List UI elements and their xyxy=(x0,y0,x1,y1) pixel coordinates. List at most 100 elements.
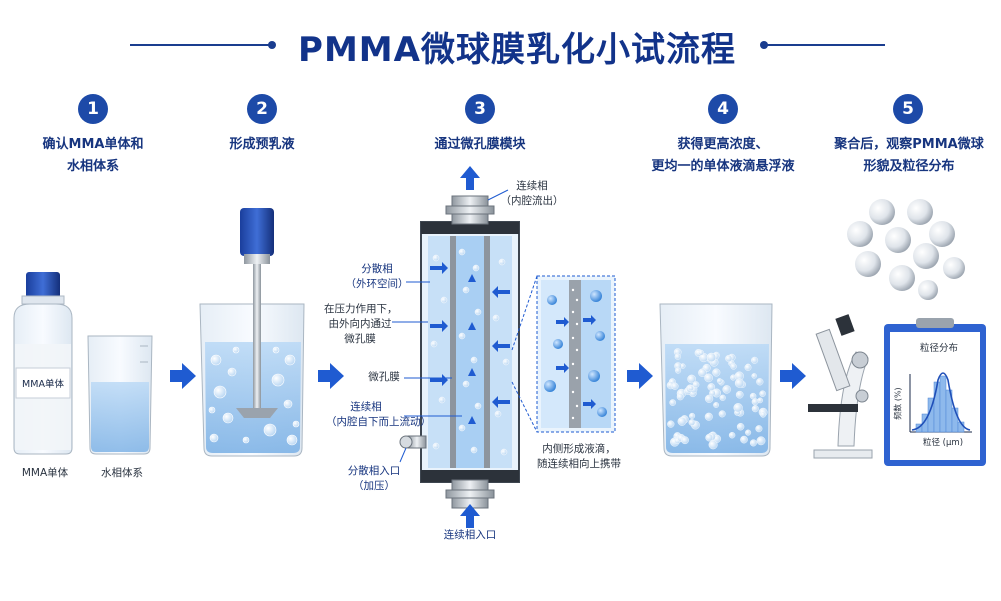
droplet xyxy=(751,373,757,379)
droplet xyxy=(692,381,700,388)
droplet xyxy=(698,368,707,377)
pressure-label-line-3: 微孔膜 xyxy=(344,333,376,345)
droplet xyxy=(676,393,684,401)
dispersed-phase-label-line-2: （外环空间） xyxy=(345,278,409,290)
continuous-phase-label: 连续相 （内腔自下而上流动） xyxy=(326,400,431,430)
pressure-label-line-2: 由外向内通过 xyxy=(328,318,392,330)
droplet xyxy=(677,416,687,426)
emulsion-beaker xyxy=(659,303,773,457)
droplet xyxy=(705,433,714,442)
step-1-label-line-1: 确认MMA单体和 xyxy=(42,137,144,152)
droplet xyxy=(751,398,759,406)
title-rule-left xyxy=(130,44,270,46)
title-rule-right xyxy=(765,44,885,46)
droplet xyxy=(751,356,759,364)
droplet xyxy=(730,363,737,370)
step-1-label: 确认MMA单体和 水相体系 xyxy=(18,134,168,178)
droplet xyxy=(688,419,696,426)
dispersed-inlet-label-line-1: 分散相入口 xyxy=(347,465,401,477)
droplet xyxy=(719,394,726,401)
mma-bottle xyxy=(13,272,73,455)
droplet xyxy=(688,385,694,392)
droplet xyxy=(681,436,689,445)
membrane-label: 微孔膜 xyxy=(368,371,400,383)
beaker-caption: 水相体系 xyxy=(101,467,143,479)
droplet xyxy=(759,390,766,397)
droplet xyxy=(751,405,759,413)
step-5-label-line-2: 形貌及粒径分布 xyxy=(863,159,955,174)
clipboard-title: 粒径分布 xyxy=(919,343,958,354)
droplet xyxy=(712,368,721,377)
droplet xyxy=(667,420,675,428)
droplet xyxy=(744,364,752,371)
droplet xyxy=(669,399,677,406)
outlet-label: 连续相 （内腔流出） xyxy=(492,179,572,209)
membrane-zoom-panel xyxy=(511,275,616,433)
droplet xyxy=(749,392,757,400)
droplet xyxy=(745,429,752,436)
droplet xyxy=(689,412,696,419)
droplet xyxy=(713,402,719,408)
step-5-label: 聚合后，观察PMMA微球 形貌及粒径分布 xyxy=(818,134,1000,178)
droplet xyxy=(671,382,679,390)
outlet-label-line-2: （内腔流出） xyxy=(500,195,564,207)
homogenizer-beaker xyxy=(199,208,305,457)
step-5-number: 5 xyxy=(893,94,923,124)
droplet xyxy=(735,390,744,399)
clipboard-ylabel: 频数 (%) xyxy=(893,387,903,420)
leader-lines xyxy=(392,189,509,463)
droplet xyxy=(760,411,767,418)
title-row: PMMA微球膜乳化小试流程 xyxy=(0,14,1001,74)
dispersed-inlet-label: 分散相入口 （加压） xyxy=(342,464,406,494)
droplet xyxy=(704,412,713,421)
continuous-phase-label-line-1: 连续相 xyxy=(350,401,382,413)
water-beaker-1 xyxy=(87,335,153,455)
droplet xyxy=(722,385,731,394)
droplet xyxy=(757,397,764,404)
droplet xyxy=(704,373,713,383)
droplet xyxy=(708,440,718,450)
droplet xyxy=(740,435,748,444)
microscope xyxy=(808,314,873,459)
step-4-number: 4 xyxy=(708,94,738,124)
step-4-label: 获得更高浓度、 更均一的单体液滴悬浮液 xyxy=(630,134,816,178)
membrane-module xyxy=(399,166,520,528)
continuous-inlet-label: 连续相入口 xyxy=(443,529,497,541)
flow-arrows xyxy=(170,363,806,389)
droplet xyxy=(756,378,764,386)
dispersed-phase-label-line-1: 分散相 xyxy=(361,263,393,275)
clipboard-xlabel: 粒径 (μm) xyxy=(922,438,964,448)
zoom-caption-line-1: 内侧形成液滴， xyxy=(542,443,616,455)
droplet xyxy=(756,436,766,446)
title-dot-left xyxy=(268,41,276,49)
page-title: PMMA微球膜乳化小试流程 xyxy=(298,30,736,70)
continuous-phase-label-line-2: （内腔自下而上流动） xyxy=(326,416,431,428)
droplet xyxy=(734,378,745,388)
pressure-label: 在压力作用下， 由外向内通过 微孔膜 xyxy=(324,302,398,347)
droplet xyxy=(716,378,723,384)
droplet xyxy=(749,439,757,447)
clipboard xyxy=(884,318,986,466)
pmma-microspheres xyxy=(847,199,965,300)
step-1-number: 1 xyxy=(78,94,108,124)
droplet xyxy=(698,349,704,356)
outlet-label-line-1: 连续相 xyxy=(516,180,548,192)
droplet xyxy=(707,383,716,391)
dispersed-inlet-label-line-2: （加压） xyxy=(353,480,395,492)
droplet xyxy=(728,432,736,439)
droplet xyxy=(687,374,696,384)
step-2-number: 2 xyxy=(247,94,277,124)
step-4-label-line-2: 更均一的单体液滴悬浮液 xyxy=(651,159,795,174)
droplet xyxy=(704,394,714,403)
bottle-caption: MMA单体 xyxy=(21,467,69,479)
pressure-label-line-1: 在压力作用下， xyxy=(324,303,398,315)
zoom-caption-line-2: 随连续相向上携带 xyxy=(537,458,621,470)
step-3-number: 3 xyxy=(465,94,495,124)
step-5-label-line-1: 聚合后，观察PMMA微球 xyxy=(834,137,984,152)
step-1-label-line-2: 水相体系 xyxy=(66,159,119,174)
step-4-label-line-1: 获得更高浓度、 xyxy=(677,137,769,152)
step-3-label: 通过微孔膜模块 xyxy=(434,137,526,152)
droplet xyxy=(675,367,682,374)
droplet xyxy=(736,423,745,431)
